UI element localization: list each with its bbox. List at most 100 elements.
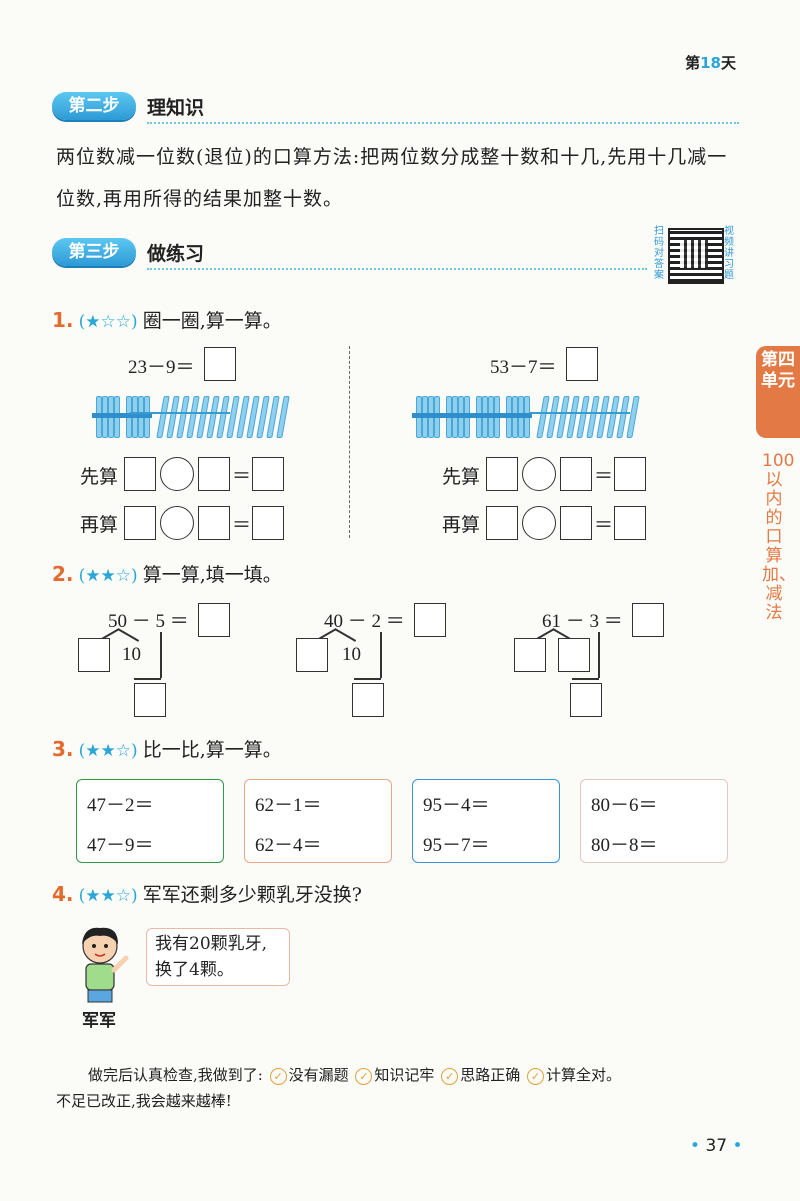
connector: [572, 678, 599, 680]
step3-pill: 第三步: [52, 238, 136, 266]
check-item: 知识记牢: [374, 1066, 435, 1084]
step2-pill: 第二步: [52, 92, 136, 120]
q1-right-equation: 53－7＝: [490, 357, 557, 378]
answer-box[interactable]: [614, 506, 646, 540]
tens-label: 10: [122, 644, 141, 665]
expression: 95－4＝: [423, 795, 490, 816]
bubble-line: 换了4颗。: [155, 960, 234, 980]
answer-box[interactable]: [78, 638, 110, 672]
answer-box[interactable]: [566, 347, 598, 381]
difficulty-stars: (★★☆): [78, 886, 138, 906]
speech-bubble: 我有20颗乳牙, 换了4颗。: [146, 928, 290, 986]
answer-box[interactable]: [198, 506, 230, 540]
check-icon[interactable]: ✓: [441, 1067, 459, 1085]
answer-box[interactable]: [486, 506, 518, 540]
self-check: 做完后认真检查,我做到了: ✓没有漏题 ✓知识记牢 ✓思路正确 ✓计算全对。: [88, 1060, 748, 1090]
row-label: 先算: [80, 466, 119, 488]
compare-card: 47－2＝ 47－9＝: [76, 779, 224, 863]
unit-tab[interactable]: 第四单元: [756, 346, 800, 438]
qr-code-icon[interactable]: [668, 228, 724, 284]
expression: 47－2＝: [87, 795, 154, 816]
qr-right-label: 视频讲习题: [724, 226, 734, 281]
boy-illustration: [82, 927, 129, 1003]
answer-box[interactable]: [486, 457, 518, 491]
question-number: 1.: [52, 308, 74, 332]
step2-title: 理知识: [147, 97, 205, 119]
answer-box[interactable]: [560, 506, 592, 540]
compare-card: 95－4＝ 95－7＝: [412, 779, 560, 863]
answer-box[interactable]: [124, 506, 156, 540]
question-text: 比一比,算一算。: [142, 739, 282, 761]
check-lead: 做完后认真检查,我做到了:: [88, 1066, 263, 1084]
divider: [147, 268, 647, 270]
answer-box[interactable]: [514, 638, 546, 672]
page-number: • 37 •: [690, 1136, 743, 1156]
answer-box[interactable]: [352, 683, 384, 717]
check-icon[interactable]: ✓: [355, 1067, 373, 1085]
operator-circle[interactable]: [160, 457, 194, 491]
connector: [380, 632, 382, 678]
stick-bundle: [412, 396, 442, 438]
answer-box[interactable]: [414, 603, 446, 637]
answer-box[interactable]: [198, 457, 230, 491]
q2-equation: 61 － 3 ＝: [542, 611, 623, 632]
q2-equation: 40 － 2 ＝: [324, 611, 405, 632]
answer-box[interactable]: [614, 457, 646, 491]
expression: 62－1＝: [255, 795, 322, 816]
row-label: 再算: [442, 514, 481, 536]
divider: [147, 122, 739, 124]
equals-sign: ＝: [232, 515, 252, 536]
step2-header: 第二步 理知识: [52, 92, 742, 126]
operator-circle[interactable]: [522, 457, 556, 491]
expression: 95－7＝: [423, 835, 490, 856]
day-label: 第18天: [685, 54, 736, 72]
operator-circle[interactable]: [522, 506, 556, 540]
equals-sign: ＝: [594, 515, 614, 536]
answer-box[interactable]: [252, 457, 284, 491]
answer-box[interactable]: [134, 683, 166, 717]
connector: [598, 632, 600, 678]
stick-bundle: [92, 396, 122, 438]
equals-sign: ＝: [232, 466, 252, 487]
knowledge-text: 两位数减一位数(退位)的口算方法:把两位数分成整十数和十几,先用十几减一位数,再…: [56, 146, 728, 210]
unit-title: 100以内的口算加、减法: [762, 451, 796, 623]
difficulty-stars: (★☆☆): [78, 312, 138, 332]
circle-stroke: [530, 412, 630, 414]
answer-box[interactable]: [204, 347, 236, 381]
equals-sign: ＝: [594, 466, 614, 487]
step3-header: 第三步 做练习: [52, 238, 652, 272]
check-icon[interactable]: ✓: [527, 1067, 544, 1085]
question-text: 军军还剩多少颗乳牙没换?: [142, 884, 362, 906]
self-check-line2: 不足已改正,我会越来越棒!: [56, 1092, 232, 1110]
question-number: 3.: [52, 737, 74, 761]
compare-card: 80－6＝ 80－8＝: [580, 779, 728, 863]
question-text: 算一算,填一填。: [142, 564, 282, 586]
answer-box[interactable]: [124, 457, 156, 491]
expression: 62－4＝: [255, 835, 322, 856]
connector: [160, 632, 162, 678]
stick-bundle: [122, 396, 152, 438]
row-label: 先算: [442, 466, 481, 488]
answer-box[interactable]: [570, 683, 602, 717]
answer-box[interactable]: [296, 638, 328, 672]
operator-circle[interactable]: [160, 506, 194, 540]
divider: [349, 346, 350, 538]
qr-block[interactable]: 扫码对答案 视频讲习题: [654, 226, 734, 286]
expression: 80－8＝: [591, 835, 658, 856]
answer-box[interactable]: [558, 638, 590, 672]
answer-box[interactable]: [198, 603, 230, 637]
expression: 80－6＝: [591, 795, 658, 816]
qr-left-label: 扫码对答案: [654, 226, 664, 281]
q3-heading: 3. (★★☆) 比一比,算一算。: [52, 735, 282, 762]
connector: [354, 678, 381, 680]
q1-left-equation: 23－9＝: [128, 357, 195, 378]
check-icon[interactable]: ✓: [269, 1067, 287, 1085]
answer-box[interactable]: [560, 457, 592, 491]
check-item: 计算全对。: [546, 1066, 622, 1084]
answer-box[interactable]: [252, 506, 284, 540]
question-number: 4.: [52, 882, 74, 906]
q2-equation: 50 － 5 ＝: [108, 611, 189, 632]
q4-heading: 4. (★★☆) 军军还剩多少颗乳牙没换?: [52, 880, 362, 907]
answer-box[interactable]: [632, 603, 664, 637]
q2-heading: 2. (★★☆) 算一算,填一填。: [52, 560, 282, 587]
